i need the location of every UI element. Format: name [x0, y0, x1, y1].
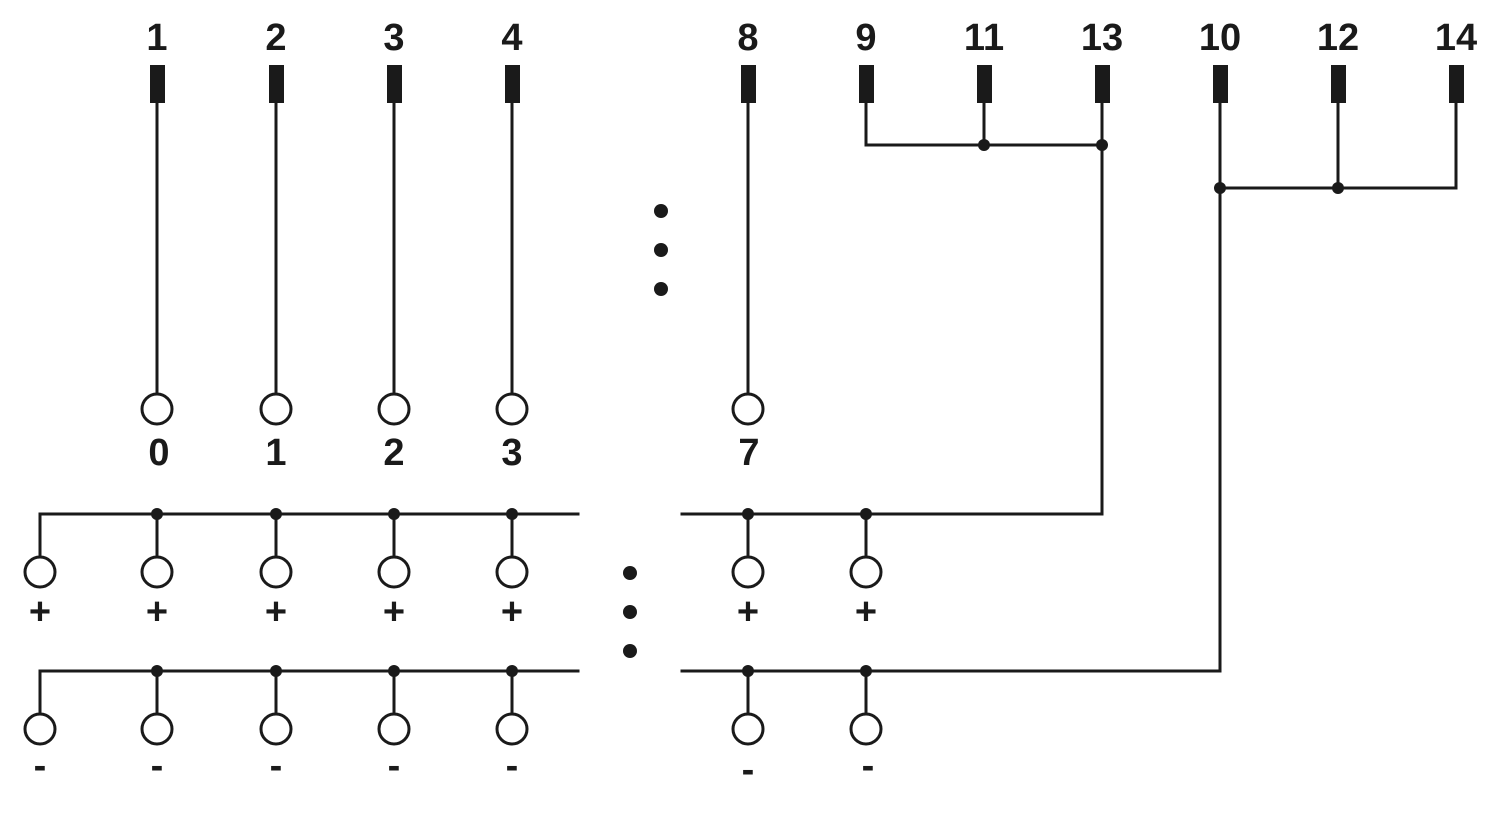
connector-pin: [859, 65, 874, 103]
channel-label-0: 0: [148, 432, 169, 474]
plus-terminal: [140, 555, 174, 589]
minus-common-wiring: [1214, 101, 1458, 673]
minus-terminal: [377, 712, 411, 746]
ellipsis-dot: [623, 566, 637, 580]
connector-pin: [150, 65, 165, 103]
junction-dot: [270, 665, 282, 677]
pin-label-12: 12: [1317, 17, 1359, 59]
minus-terminal: [259, 712, 293, 746]
plus-sign: +: [265, 591, 287, 633]
top-pin-labels: 1 2 3 4 8 9 11 13 10 12 14: [146, 17, 1477, 59]
ellipsis-vertical-top: [654, 204, 668, 296]
channel-terminal: [495, 392, 529, 426]
junction-dot: [506, 665, 518, 677]
junction-dot: [270, 508, 282, 520]
pin-label-4: 4: [501, 17, 522, 59]
connector-pin: [1095, 65, 1110, 103]
junction-dot: [388, 508, 400, 520]
connector-pin: [387, 65, 402, 103]
junction-dot: [1214, 182, 1226, 194]
pin-label-14: 14: [1435, 17, 1477, 59]
channel-terminal: [731, 392, 765, 426]
plus-sign: +: [501, 591, 523, 633]
connector-pin: [741, 65, 756, 103]
channel-terminals: [140, 392, 765, 426]
ellipsis-vertical-bottom: [623, 566, 637, 658]
minus-terminal: [23, 712, 57, 746]
minus-sign: -: [270, 745, 283, 787]
connector-pin: [1449, 65, 1464, 103]
ellipsis-dot: [623, 644, 637, 658]
pin-label-13: 13: [1081, 17, 1123, 59]
minus-terminal: [140, 712, 174, 746]
ellipsis-dot: [623, 605, 637, 619]
connector-pin: [269, 65, 284, 103]
plus-terminal: [377, 555, 411, 589]
junction-dot: [860, 508, 872, 520]
plus-terminal: [23, 555, 57, 589]
channel-terminal: [140, 392, 174, 426]
plus-sign: +: [737, 591, 759, 633]
plus-terminal: [849, 555, 883, 589]
channel-terminal: [377, 392, 411, 426]
plus-rail: + + + + + + +: [23, 508, 1104, 633]
minus-rail: - - - - - - -: [23, 665, 1222, 791]
junction-dot: [151, 508, 163, 520]
ellipsis-dot: [654, 282, 668, 296]
pin-label-3: 3: [383, 17, 404, 59]
plus-sign: +: [29, 591, 51, 633]
junction-dot: [1096, 139, 1108, 151]
junction-dot: [151, 665, 163, 677]
junction-dot: [742, 508, 754, 520]
junction-dot: [978, 139, 990, 151]
minus-terminal: [495, 712, 529, 746]
plus-terminal: [259, 555, 293, 589]
minus-terminal: [849, 712, 883, 746]
minus-sign: -: [742, 749, 755, 791]
plus-common-wiring: [864, 101, 1108, 516]
junction-dot: [860, 665, 872, 677]
plus-terminal: [495, 555, 529, 589]
minus-terminal: [731, 712, 765, 746]
minus-sign: -: [151, 745, 164, 787]
minus-sign: -: [862, 745, 875, 787]
minus-sign: -: [506, 745, 519, 787]
channel-labels: 0 1 2 3 7: [148, 432, 759, 474]
pin-label-9: 9: [855, 17, 876, 59]
junction-dot: [506, 508, 518, 520]
plus-sign: +: [146, 591, 168, 633]
pin-label-1: 1: [146, 17, 167, 59]
plus-sign: +: [855, 591, 877, 633]
top-connector-pins: [150, 65, 1464, 103]
junction-dot: [742, 665, 754, 677]
channel-label-3: 3: [501, 432, 522, 474]
ellipsis-dot: [654, 243, 668, 257]
ellipsis-dot: [654, 204, 668, 218]
connector-pin: [977, 65, 992, 103]
pin-label-11: 11: [964, 17, 1004, 59]
connector-pin: [505, 65, 520, 103]
signal-wires: [155, 101, 750, 396]
pin-label-2: 2: [265, 17, 286, 59]
connector-pin: [1331, 65, 1346, 103]
pin-label-8: 8: [737, 17, 758, 59]
junction-dot: [1332, 182, 1344, 194]
plus-sign: +: [383, 591, 405, 633]
minus-sign: -: [34, 745, 47, 787]
pin-label-10: 10: [1199, 17, 1241, 59]
connector-pin: [1213, 65, 1228, 103]
channel-label-1: 1: [265, 432, 286, 474]
junction-dot: [388, 665, 400, 677]
channel-terminal: [259, 392, 293, 426]
channel-label-7: 7: [738, 432, 759, 474]
channel-label-2: 2: [383, 432, 404, 474]
plus-terminal: [731, 555, 765, 589]
minus-sign: -: [388, 745, 401, 787]
